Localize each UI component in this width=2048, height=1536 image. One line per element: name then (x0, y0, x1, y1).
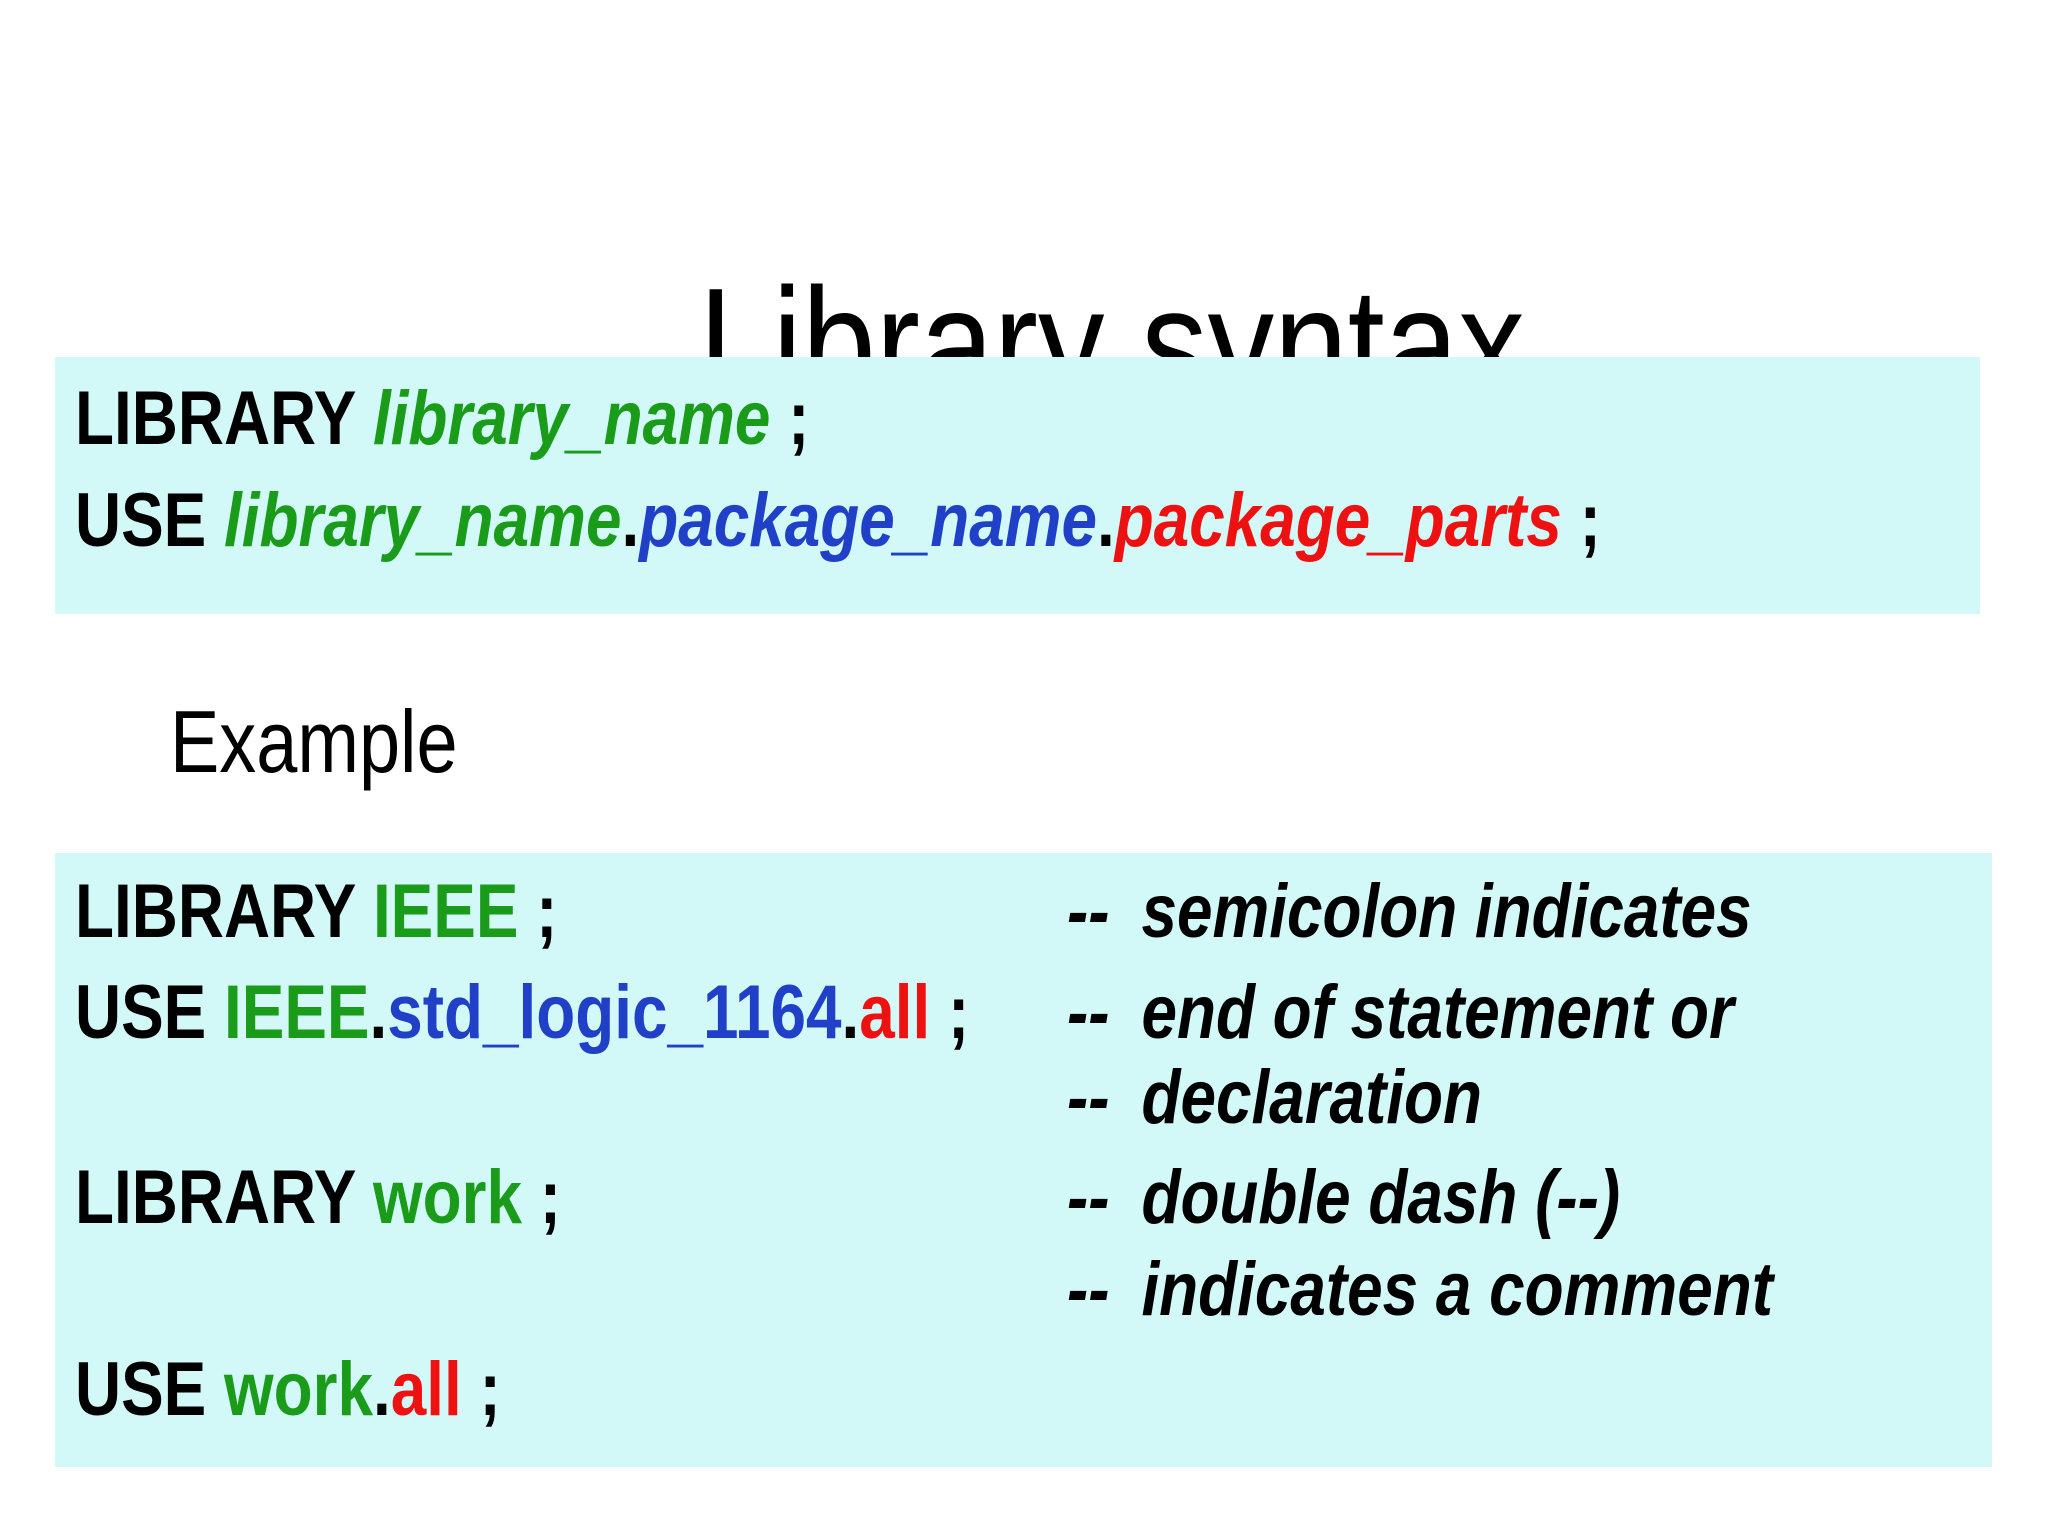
code-line-use-work: USE work.all ; (75, 1352, 501, 1428)
code-segment: std_logic_1164 (387, 970, 842, 1055)
comment-text: end of statement or (1141, 970, 1734, 1055)
example-heading-text: Example (169, 692, 458, 791)
code-segment: USE (75, 970, 225, 1055)
code-segment: . (369, 970, 388, 1055)
code-segment: ; (1561, 478, 1601, 563)
code-segment: ; (930, 970, 970, 1055)
comment-dash: -- (1067, 1155, 1110, 1240)
code-segment: work (224, 1347, 374, 1432)
comment-line: --end of statement or (1067, 975, 1734, 1051)
comment-text: double dash (--) (1141, 1155, 1621, 1240)
code-line-use-ieee: USE IEEE.std_logic_1164.all ; (75, 975, 969, 1051)
code-segment: all (859, 970, 931, 1055)
code-segment: all (390, 1347, 462, 1432)
code-line-library-work: LIBRARY work ; (75, 1160, 561, 1236)
code-segment: library_name (372, 376, 771, 461)
code-segment: package_parts (1114, 478, 1562, 563)
comment-text: indicates a comment (1141, 1247, 1773, 1332)
code-segment: . (1097, 478, 1115, 563)
comment-text: declaration (1141, 1055, 1483, 1140)
comment-line: --indicates a comment (1067, 1252, 1773, 1328)
comment-text: semicolon indicates (1141, 869, 1752, 954)
comment-dash: -- (1067, 1055, 1110, 1140)
code-segment: ; (461, 1347, 501, 1432)
comment-line: --double dash (--) (1067, 1160, 1620, 1236)
code-segment: ; (521, 1155, 561, 1240)
code-segment: . (373, 1347, 391, 1432)
code-line-library-ieee: LIBRARY IEEE ; (75, 874, 557, 950)
code-segment: IEEE (372, 869, 519, 954)
code-segment: library_name (224, 478, 622, 563)
comment-line: --declaration (1067, 1060, 1482, 1136)
comment-dash: -- (1067, 1247, 1110, 1332)
code-segment: . (621, 478, 640, 563)
comment-dash: -- (1067, 869, 1110, 954)
code-segment: LIBRARY (75, 1155, 373, 1240)
syntax-box: LIBRARY library_name ; USE library_name.… (55, 357, 1980, 614)
code-segment: IEEE (224, 970, 370, 1055)
code-segment: package_name (639, 478, 1098, 563)
comment-line: --semicolon indicates (1067, 874, 1752, 950)
comment-dash: -- (1067, 970, 1110, 1055)
code-segment: LIBRARY (75, 376, 373, 461)
code-line-use-syntax: USE library_name.package_name.package_pa… (75, 483, 1601, 559)
code-segment: work (372, 1155, 522, 1240)
example-heading: Example (72, 610, 512, 874)
code-segment: USE (75, 478, 225, 563)
code-segment: . (841, 970, 860, 1055)
code-segment: LIBRARY (75, 869, 373, 954)
code-line-library-syntax: LIBRARY library_name ; (75, 381, 809, 457)
example-box: LIBRARY IEEE ; --semicolon indicates USE… (55, 853, 1992, 1467)
code-segment: ; (770, 376, 810, 461)
code-segment: ; (518, 869, 558, 954)
code-segment: USE (75, 1347, 225, 1432)
